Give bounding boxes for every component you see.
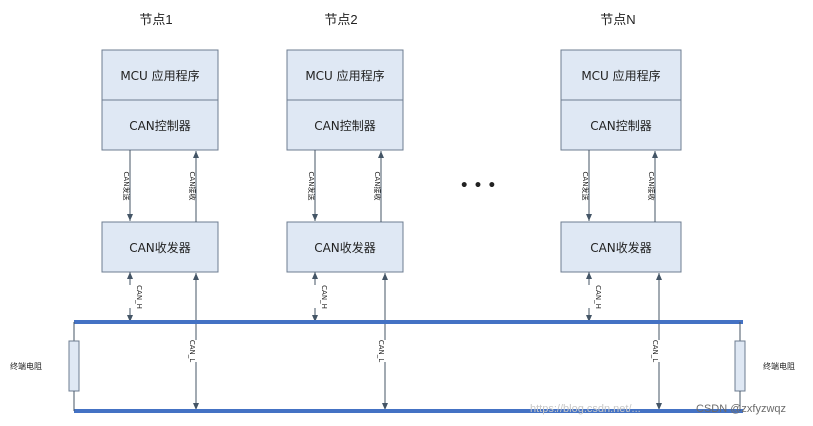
node-2-transceiver-box: [286, 221, 404, 273]
node-n-controller-label: CAN控制器: [590, 119, 652, 133]
right-terminator-label: 终端电阻: [763, 361, 795, 371]
right-terminator: 终端电阻: [734, 322, 795, 411]
node-2: 节点2 MCU 应用程序 CAN控制器 CAN收发器 CAN发送 CAN接收 C…: [286, 12, 404, 410]
node-2-transceiver-label: CAN收发器: [314, 240, 376, 255]
node-1: 节点1 MCU 应用程序 CAN控制器 CAN收发器 CAN发送 CAN接收 C…: [101, 12, 219, 410]
node-2-controller-label: CAN控制器: [314, 119, 376, 133]
node-1-transceiver-label: CAN收发器: [129, 240, 191, 255]
node-n-tx-label: CAN发送: [581, 172, 590, 201]
watermark-faint: https://blog.csdn.net/...: [530, 403, 641, 415]
ellipsis-dots: • • •: [460, 178, 497, 194]
node-n-mcu-box: [560, 49, 682, 101]
left-terminator-resistor: [68, 340, 80, 392]
node-2-controller-box: [286, 99, 404, 151]
node-1-title: 节点1: [139, 12, 172, 27]
node-1-transceiver-box: [101, 221, 219, 273]
node-n-canh-label: CAN_H: [594, 285, 602, 309]
node-2-title: 节点2: [324, 12, 357, 27]
node-n-transceiver-box: [560, 221, 682, 273]
node-1-canl-label: CAN_L: [188, 340, 196, 362]
node-1-canh-label: CAN_H: [135, 285, 143, 309]
node-2-mcu-label: MCU 应用程序: [305, 68, 384, 83]
node-n-controller-box: [560, 99, 682, 151]
node-1-mcu-box: [101, 49, 219, 101]
left-terminator: 终端电阻: [10, 322, 80, 411]
left-terminator-label: 终端电阻: [10, 361, 42, 371]
node-1-rx-label: CAN接收: [188, 172, 197, 201]
node-n-canl-label: CAN_L: [651, 340, 659, 362]
node-n-mcu-label: MCU 应用程序: [581, 68, 660, 83]
node-n: 节点N MCU 应用程序 CAN控制器 CAN收发器 CAN发送 CAN接收 C…: [560, 12, 682, 410]
watermark-text: CSDN @zxfyzwqz: [696, 403, 786, 415]
node-n-transceiver-label: CAN收发器: [590, 240, 652, 255]
node-2-canh-label: CAN_H: [320, 285, 328, 309]
node-1-controller-label: CAN控制器: [129, 119, 191, 133]
node-1-tx-label: CAN发送: [122, 172, 131, 201]
node-n-rx-label: CAN接收: [647, 172, 656, 201]
right-terminator-resistor: [734, 340, 746, 392]
node-2-canl-label: CAN_L: [377, 340, 385, 362]
node-2-tx-label: CAN发送: [307, 172, 316, 201]
node-2-mcu-box: [286, 49, 404, 101]
node-n-title: 节点N: [600, 12, 635, 27]
node-1-mcu-label: MCU 应用程序: [120, 68, 199, 83]
node-2-rx-label: CAN接收: [373, 172, 382, 201]
node-1-controller-box: [101, 99, 219, 151]
